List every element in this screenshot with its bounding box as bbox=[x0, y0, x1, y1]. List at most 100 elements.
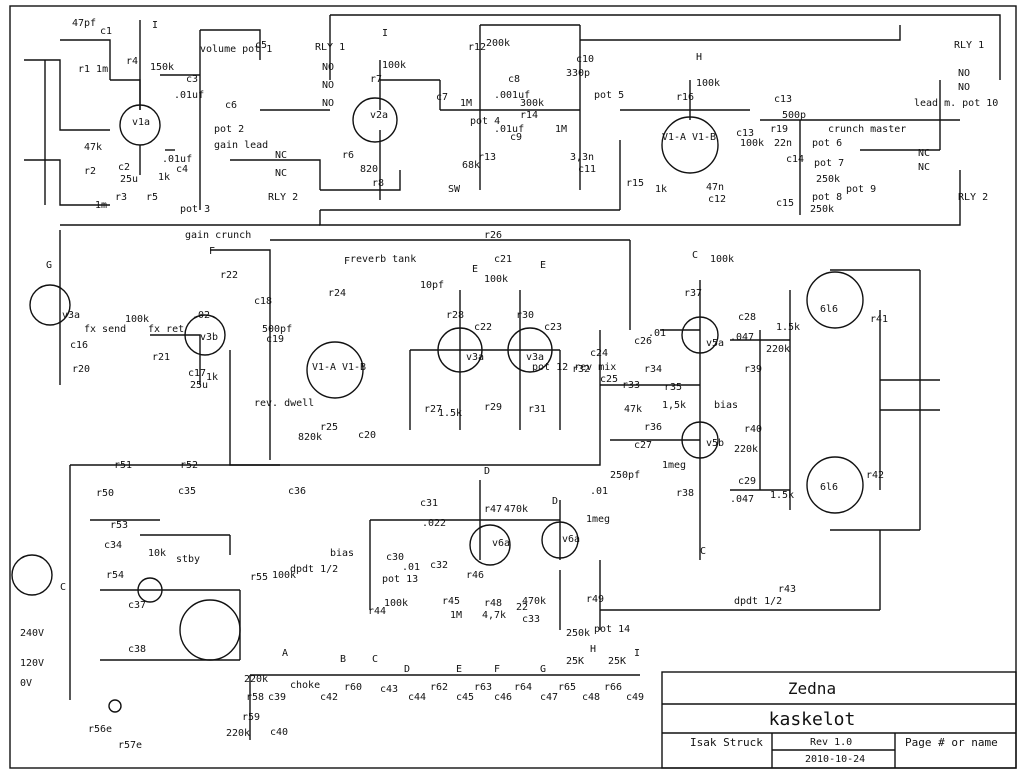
author-name: Isak Struck bbox=[690, 736, 763, 749]
label: c7 bbox=[436, 92, 448, 103]
label: .01uf bbox=[494, 124, 524, 135]
label: r63 bbox=[474, 682, 492, 693]
label: NC bbox=[275, 168, 287, 179]
label: r47 bbox=[484, 504, 502, 515]
label: c13 bbox=[736, 128, 754, 139]
label: .01uf bbox=[162, 154, 192, 165]
label: c46 bbox=[494, 692, 512, 703]
label: r38 bbox=[676, 488, 694, 499]
label: NO bbox=[322, 80, 334, 91]
label: NO bbox=[322, 98, 334, 109]
label: c20 bbox=[358, 430, 376, 441]
label: r52 bbox=[180, 460, 198, 471]
node-label: H bbox=[696, 52, 702, 63]
label: r36 bbox=[644, 422, 662, 433]
label: v6a bbox=[492, 538, 510, 549]
label: 300k bbox=[520, 98, 544, 109]
label: choke bbox=[290, 680, 320, 691]
label: c9 bbox=[510, 132, 522, 143]
label: 47k bbox=[624, 404, 642, 415]
label: c5 bbox=[255, 40, 267, 51]
label: c31 bbox=[420, 498, 438, 509]
label: c14 bbox=[786, 154, 804, 165]
label: .022 bbox=[422, 518, 446, 529]
label: gain crunch bbox=[185, 230, 251, 241]
label: .01uf bbox=[174, 90, 204, 101]
label: reverb tank bbox=[350, 254, 416, 265]
label: 500p bbox=[782, 110, 806, 121]
label: RLY 2 bbox=[268, 192, 298, 203]
label: c24 bbox=[590, 348, 608, 359]
label: v3a bbox=[62, 310, 80, 321]
label: 6l6 bbox=[820, 482, 838, 493]
label: 820k bbox=[298, 432, 322, 443]
label: 1M bbox=[460, 98, 472, 109]
label: r28 bbox=[446, 310, 464, 321]
label: pot 12 rev mix bbox=[532, 362, 616, 373]
label: 500pf bbox=[262, 324, 292, 335]
label: 250k bbox=[810, 204, 834, 215]
label: 6l6 bbox=[820, 304, 838, 315]
label: pot 4 bbox=[470, 116, 500, 127]
node-label: D bbox=[552, 496, 558, 507]
label: r40 bbox=[744, 424, 762, 435]
label: c12 bbox=[708, 194, 726, 205]
label: r21 bbox=[152, 352, 170, 363]
label: 470k bbox=[522, 596, 546, 607]
label: v2a bbox=[370, 110, 388, 121]
label: r57e bbox=[118, 740, 142, 751]
label: 100k bbox=[272, 570, 296, 581]
label: r56e bbox=[88, 724, 112, 735]
label: gain lead bbox=[214, 140, 268, 151]
label: r64 bbox=[514, 682, 532, 693]
label: 200k bbox=[486, 38, 510, 49]
label: c37 bbox=[128, 600, 146, 611]
label: 3,3n bbox=[570, 152, 594, 163]
title-block bbox=[661, 671, 1017, 769]
label: r1 1m bbox=[78, 64, 108, 75]
label: c35 bbox=[178, 486, 196, 497]
label: .01 bbox=[590, 486, 608, 497]
label: NO bbox=[322, 62, 334, 73]
label: stby bbox=[176, 554, 200, 565]
label: c39 bbox=[268, 692, 286, 703]
label: c26 bbox=[634, 336, 652, 347]
node-label: D bbox=[404, 664, 410, 675]
label: c44 bbox=[408, 692, 426, 703]
label: r62 bbox=[430, 682, 448, 693]
label: 100k bbox=[125, 314, 149, 325]
page-label: Page # or name bbox=[905, 736, 998, 749]
label: c40 bbox=[270, 727, 288, 738]
label: 1meg bbox=[586, 514, 610, 525]
label: fx ret bbox=[148, 324, 184, 335]
label: v5a bbox=[706, 338, 724, 349]
label: c34 bbox=[104, 540, 122, 551]
label: r26 bbox=[484, 230, 502, 241]
label: 330p bbox=[566, 68, 590, 79]
label: 68k bbox=[462, 160, 480, 171]
label: c3 bbox=[186, 74, 198, 85]
label: 22 bbox=[516, 602, 528, 613]
label: r25 bbox=[320, 422, 338, 433]
node-label: G bbox=[540, 664, 546, 675]
label: c48 bbox=[582, 692, 600, 703]
node-label: I bbox=[634, 648, 640, 659]
label: V1-A bbox=[662, 132, 686, 143]
label: 25K bbox=[566, 656, 584, 667]
label: r24 bbox=[328, 288, 346, 299]
label: r51 bbox=[114, 460, 132, 471]
label: r37 bbox=[684, 288, 702, 299]
project-title: Zedna bbox=[788, 679, 836, 698]
label: 1.5k bbox=[438, 408, 462, 419]
label: 100k bbox=[384, 598, 408, 609]
label: c16 bbox=[70, 340, 88, 351]
label: r29 bbox=[484, 402, 502, 413]
label: NO bbox=[958, 82, 970, 93]
label: 100k bbox=[382, 60, 406, 71]
label: c17 bbox=[188, 368, 206, 379]
label: pot 9 bbox=[846, 184, 876, 195]
label: 0V bbox=[20, 678, 32, 689]
label: NC bbox=[918, 148, 930, 159]
